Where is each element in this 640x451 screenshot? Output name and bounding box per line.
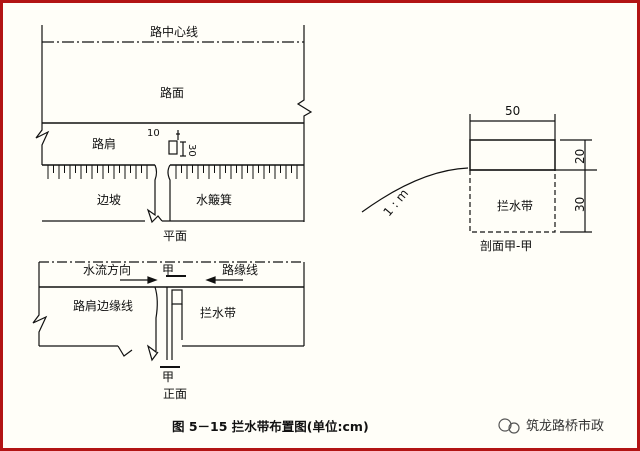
label-slope: 边坡 [97, 193, 121, 207]
chute-left-wall [146, 164, 163, 224]
label-road-centerline: 路中心线 [150, 24, 198, 39]
label-front-view: 正面 [163, 387, 187, 401]
plan-right-break [296, 25, 313, 222]
watermark: 筑龙路桥市政 [498, 418, 604, 434]
chute-right-wall [167, 164, 171, 221]
label-plan-view: 平面 [163, 229, 187, 243]
section-slope-curve [361, 167, 469, 213]
label-flow-direction: 水流方向 [83, 262, 131, 277]
label-section-mark-bottom: 甲 [162, 370, 174, 384]
slope-hatching [47, 165, 298, 179]
flow-arrow-head [147, 276, 158, 284]
front-belt-rect [171, 289, 183, 305]
label-section-mark-top: 甲 [162, 263, 174, 277]
label-section-width: 50 [505, 104, 520, 118]
label-road-surface: 路面 [160, 85, 184, 100]
section-belt-top [469, 139, 556, 171]
plan-left-break [35, 25, 50, 165]
plan-belt-rect [168, 140, 178, 155]
label-dim-10: 10 [147, 128, 160, 139]
label-shoulder: 路肩 [92, 136, 116, 151]
label-road-edge-line: 路缘线 [222, 262, 258, 277]
section-belt-buried [469, 170, 556, 233]
label-shoulder-edge-line: 路肩边缘线 [73, 298, 133, 313]
front-left-break [32, 262, 48, 346]
label-section-height-top: 20 [573, 149, 587, 164]
figure-caption: 图 5－15 拦水带布置图(单位:cm) [172, 419, 369, 434]
label-front-belt: 拦水带 [200, 306, 236, 320]
roadline-arrow-head [205, 276, 216, 284]
label-water-chute: 水簸箕 [196, 192, 232, 207]
label-section-height-bottom: 30 [573, 197, 587, 212]
watermark-text: 筑龙路桥市政 [526, 418, 604, 434]
label-slope-ratio: 1 : m [381, 186, 412, 219]
watermark-icon [498, 418, 520, 434]
label-section-belt: 拦水带 [497, 199, 533, 213]
label-section-title: 剖面甲-甲 [480, 239, 532, 253]
front-break-mark [117, 345, 133, 357]
label-dim-30: 30 [186, 144, 197, 157]
front-chute-left [146, 286, 159, 362]
